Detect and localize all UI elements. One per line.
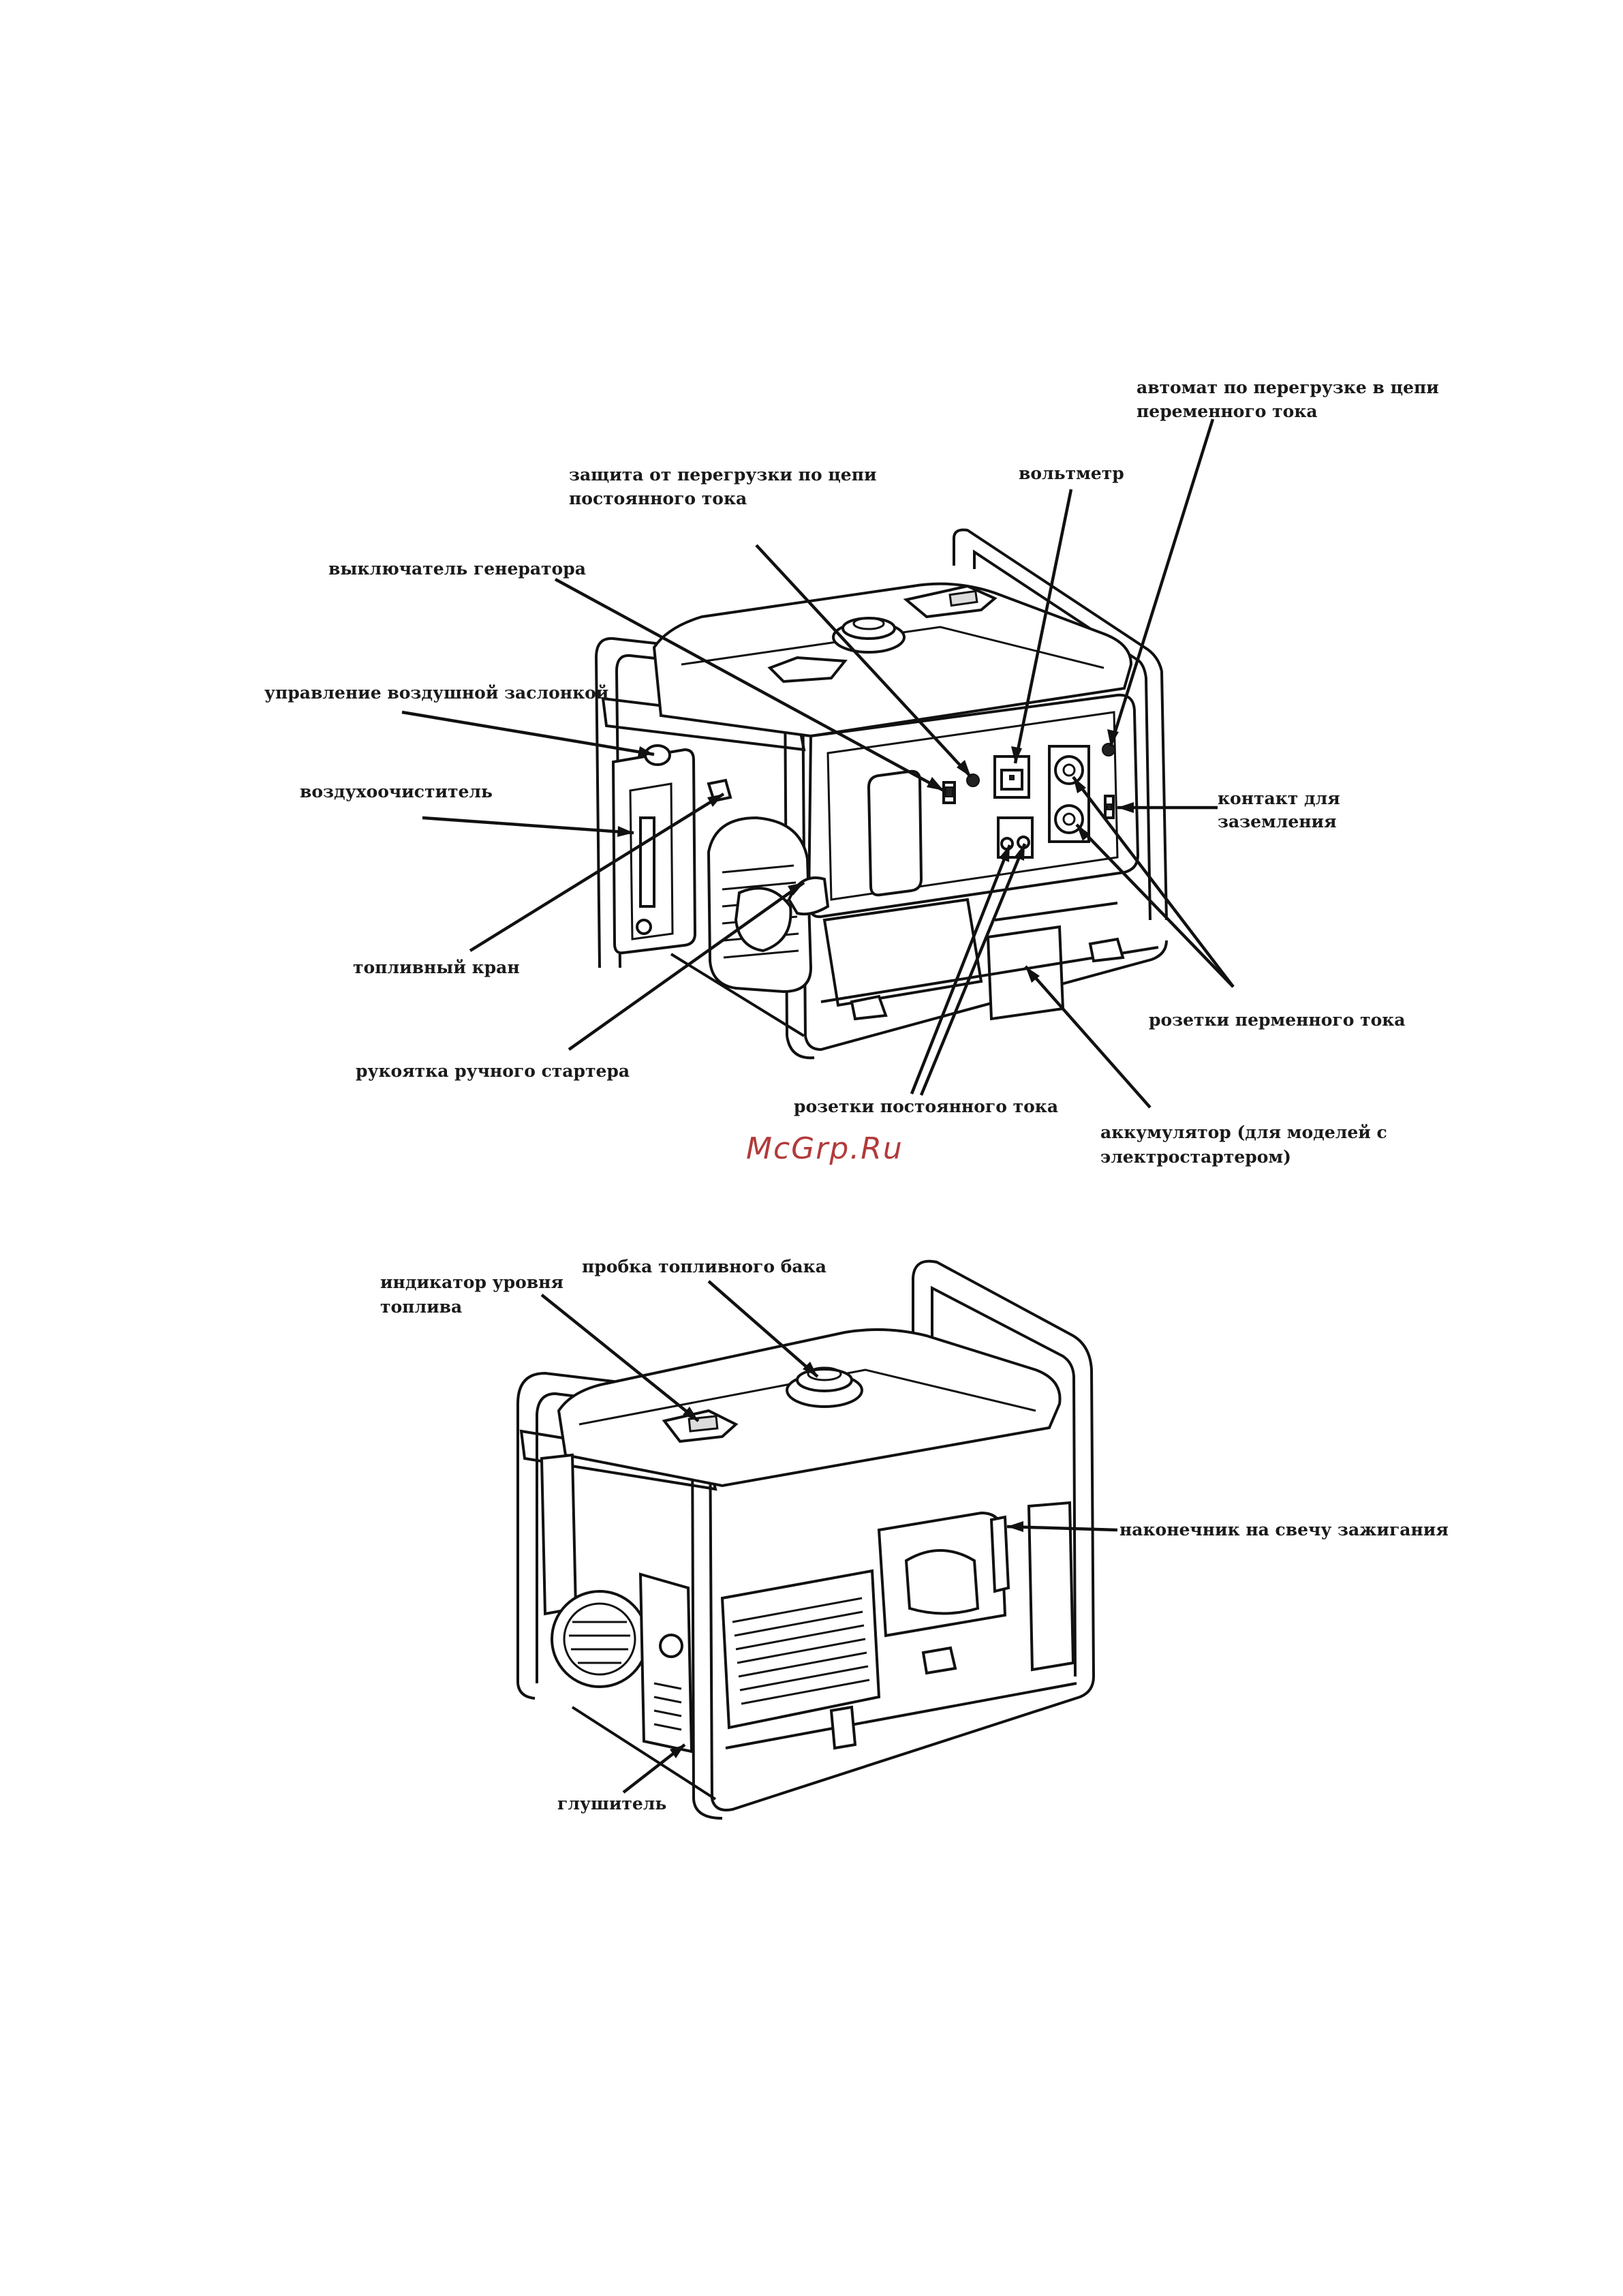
label-ac-breaker-line-1: автомат по перегрузке в цепи [1137,378,1439,397]
generator-front-view [594,528,1168,1060]
label-dc-protection-line-1: защита от перегрузки по цепи [569,465,877,485]
label-fuel-cap: пробка топливного бака [582,1257,826,1276]
label-air-cleaner-line-1: воздухоочиститель [300,782,493,801]
label-dc-protection: защита от перегрузки по цепи постоянного … [569,465,877,508]
label-ground-line-1: контакт для [1218,789,1340,808]
label-generator-switch-line-1: выключатель генератора [328,559,586,579]
watermark: McGrp.Ru [746,1131,903,1166]
label-voltmeter: вольтметр [1019,463,1124,483]
label-battery-line-1: аккумулятор (для моделей с [1100,1122,1387,1142]
label-spark-plug-line-1: наконечник на свечу зажигания [1119,1520,1449,1540]
label-ac-breaker: автомат по перегрузке в цепи переменного … [1137,378,1439,421]
label-fuel-gauge: индикатор уровня топлива [380,1272,563,1317]
label-dc-outlets-line-1: розетки постоянного тока [794,1097,1058,1116]
label-recoil-starter: рукоятка ручного стартера [356,1061,630,1081]
bottom-leader-lines [540,1280,1118,1794]
label-voltmeter-line-1: вольтметр [1019,463,1124,483]
label-fuel-valve-line-1: топливный кран [353,958,520,977]
label-muffler: глушитель [557,1794,666,1813]
label-fuel-gauge-line-2: топлива [380,1297,462,1317]
label-generator-switch: выключатель генератора [328,559,586,579]
label-dc-outlets: розетки постоянного тока [794,1097,1058,1116]
label-ac-breaker-line-2: переменного тока [1137,401,1318,421]
label-choke: управление воздушной заслонкой [264,683,608,703]
generator-rear-view [516,1259,1095,1820]
label-dc-protection-line-2: постоянного тока [569,489,747,508]
label-fuel-gauge-line-1: индикатор уровня [380,1272,563,1292]
label-ac-outlets-line-1: розетки перменного тока [1149,1010,1406,1030]
label-battery-line-2: электростартером) [1100,1147,1291,1167]
label-air-cleaner: воздухоочиститель [300,782,493,801]
label-battery: аккумулятор (для моделей с электростартер… [1100,1122,1387,1167]
label-muffler-line-1: глушитель [557,1794,666,1813]
label-ac-outlets: розетки перменного тока [1149,1010,1406,1030]
label-recoil-starter-line-1: рукоятка ручного стартера [356,1061,630,1081]
label-fuel-cap-line-1: пробка топливного бака [582,1257,826,1276]
labels: автомат по перегрузке в цепи переменного … [264,378,1449,1813]
label-ground-line-2: заземления [1218,812,1337,831]
label-fuel-valve: топливный кран [353,958,520,977]
label-ground: контакт для заземления [1218,789,1340,831]
top-leader-lines [401,418,1235,1109]
label-spark-plug: наконечник на свечу зажигания [1119,1520,1449,1540]
label-choke-line-1: управление воздушной заслонкой [264,683,608,703]
